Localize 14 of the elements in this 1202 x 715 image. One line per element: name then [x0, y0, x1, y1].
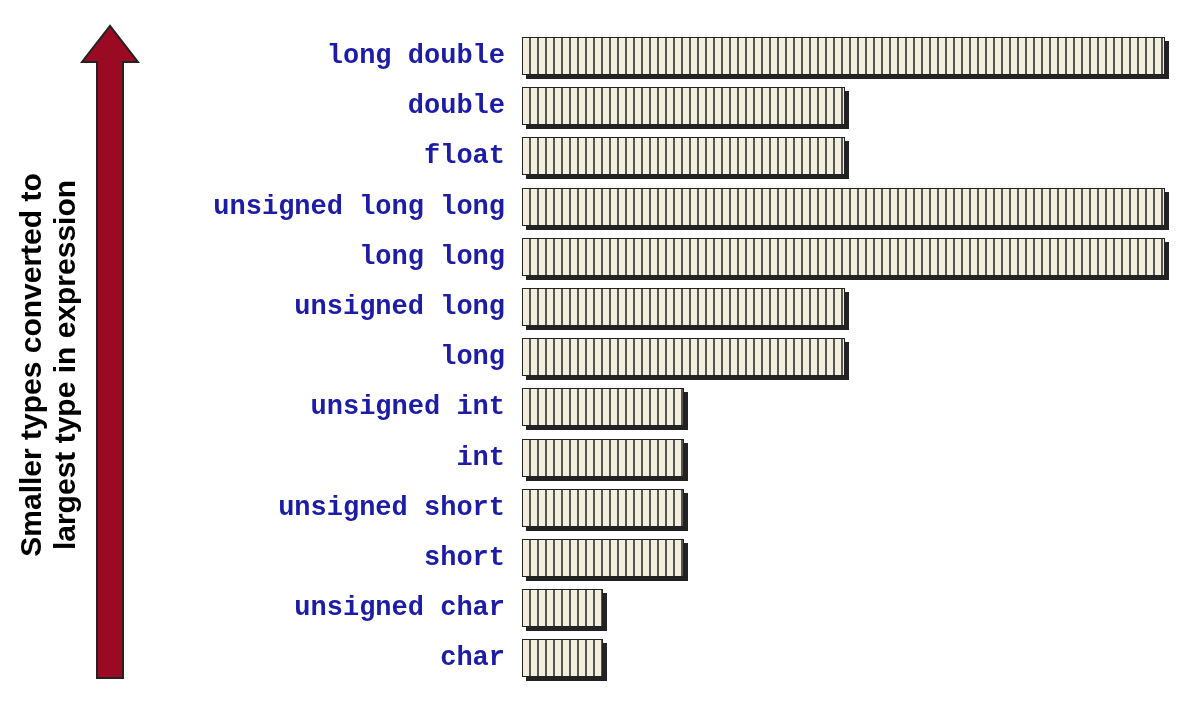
type-label: unsigned short: [278, 491, 505, 525]
type-label: int: [456, 441, 505, 475]
type-label: char: [440, 642, 505, 676]
type-label: unsigned char: [294, 592, 505, 626]
type-label: unsigned int: [310, 391, 505, 425]
type-label: long: [440, 341, 505, 375]
type-label: double: [407, 90, 505, 124]
type-label: short: [424, 542, 505, 575]
type-label: long double: [326, 40, 505, 73]
type-label: float: [424, 140, 505, 174]
type-label: unsigned long long: [213, 190, 505, 224]
type-label: long long: [359, 240, 505, 274]
type-label: unsigned long: [294, 291, 505, 324]
axis-title: Smaller types converted to largest type in expression: [14, 172, 82, 559]
